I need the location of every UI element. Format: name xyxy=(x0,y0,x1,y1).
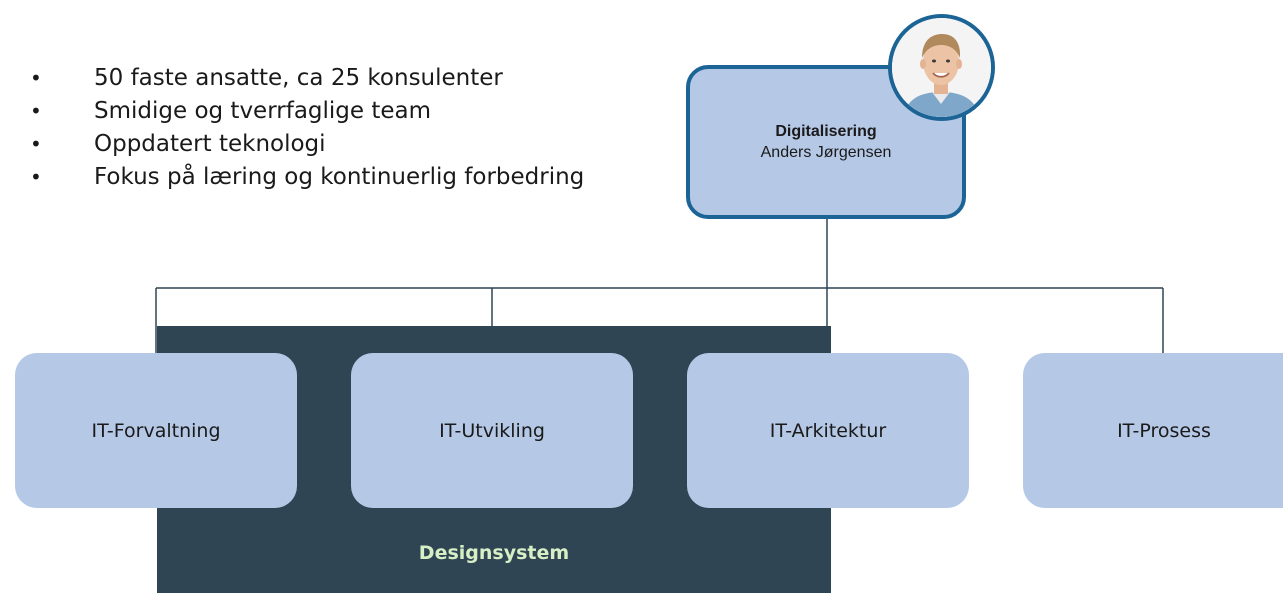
bullet-dot: • xyxy=(30,132,42,156)
unit-box-it-forvaltning: IT-Forvaltning xyxy=(15,353,297,508)
bullet-item: • Fokus på læring og kontinuerlig forbedr… xyxy=(30,161,584,194)
unit-label: IT-Forvaltning xyxy=(91,419,221,442)
bullet-dot: • xyxy=(30,99,42,123)
unit-label: IT-Arkitektur xyxy=(769,419,887,442)
bullet-list: • 50 faste ansatte, ca 25 konsulenter • Sm… xyxy=(30,62,584,194)
designsystem-label: Designsystem xyxy=(418,542,570,564)
unit-box-it-arkitektur: IT-Arkitektur xyxy=(687,353,969,508)
avatar-photo xyxy=(888,14,995,121)
bullet-item: • Oppdatert teknologi xyxy=(30,128,584,161)
bullet-text: Fokus på læring og kontinuerlig forbedri… xyxy=(94,164,585,190)
unit-box-it-prosess: IT-Prosess xyxy=(1023,353,1283,508)
bullet-item: • 50 faste ansatte, ca 25 konsulenter xyxy=(30,62,584,95)
head-name: Anders Jørgensen xyxy=(760,144,892,161)
bullet-dot: • xyxy=(30,165,42,189)
bullet-text: Smidige og tverrfaglige team xyxy=(94,98,432,124)
head-title: Digitalisering xyxy=(775,123,877,140)
unit-label: IT-Utvikling xyxy=(439,419,545,442)
bullet-text: 50 faste ansatte, ca 25 konsulenter xyxy=(94,65,503,91)
unit-label: IT-Prosess xyxy=(1117,419,1211,442)
bullet-text: Oppdatert teknologi xyxy=(94,131,326,157)
unit-box-it-utvikling: IT-Utvikling xyxy=(351,353,633,508)
bullet-item: • Smidige og tverrfaglige team xyxy=(30,95,584,128)
person-portrait-icon xyxy=(892,18,991,117)
bullet-dot: • xyxy=(30,66,42,90)
